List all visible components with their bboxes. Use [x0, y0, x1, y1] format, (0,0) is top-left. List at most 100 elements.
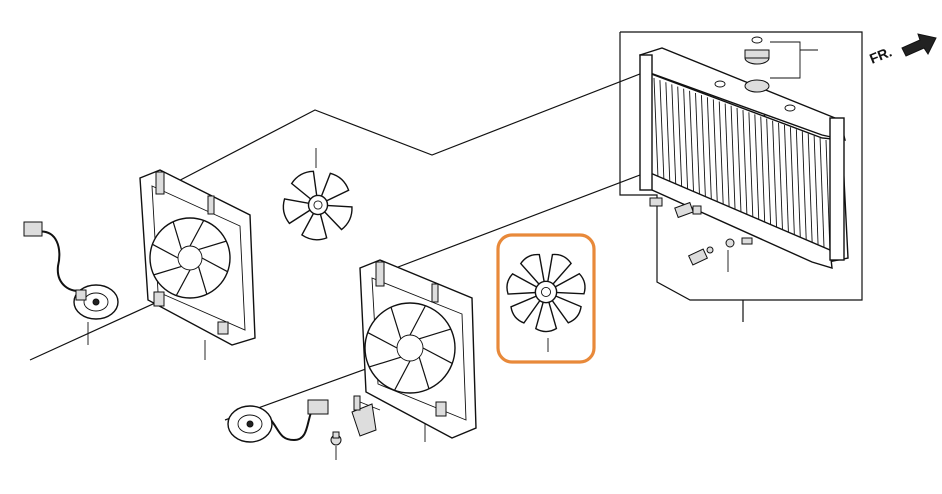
shroud-spoke [409, 305, 426, 336]
radiator-fin [789, 127, 795, 237]
fan-blade [301, 211, 328, 241]
radiator-fin [736, 107, 742, 214]
radiator-filler-neck [744, 79, 770, 93]
radiator-fin [689, 90, 695, 194]
fan-blade [553, 272, 586, 295]
radiator-group-bracket [619, 31, 863, 301]
shroud-spoke [390, 307, 402, 339]
radiator-fin [706, 97, 712, 201]
shroud-spoke [367, 332, 398, 349]
radiator-right-tank [829, 117, 845, 261]
shroud-right-tab [375, 261, 385, 287]
fan-blade [290, 170, 318, 201]
radiator-fin [801, 131, 807, 242]
shroud-spoke [172, 221, 183, 250]
radiator-fin [754, 114, 760, 222]
radiator-fin [718, 101, 724, 207]
radiator-left-tank [639, 54, 653, 191]
shroud-spoke [197, 266, 208, 295]
drain-washer [725, 238, 735, 248]
radiator-fin [695, 92, 700, 196]
shroud-spoke [175, 269, 191, 296]
shroud-spoke [418, 357, 430, 389]
leader-lines [29, 31, 863, 460]
highlight-box [496, 233, 596, 364]
radiator-inlet [714, 80, 726, 88]
radiator-fin [807, 133, 813, 245]
radiator [639, 36, 849, 269]
fan-hub [534, 280, 558, 304]
shroud-spoke [394, 360, 411, 391]
radiator-fin [677, 86, 683, 189]
cap-seal [751, 36, 763, 44]
fan-motor-right [227, 399, 329, 443]
drain-plug [674, 201, 702, 219]
shroud-right-ring [364, 302, 456, 394]
fan-hub-center [313, 200, 323, 210]
shroud-spoke [422, 347, 453, 364]
radiator-fin [712, 99, 718, 204]
fan-blade [506, 273, 539, 295]
shroud-spoke [419, 328, 451, 340]
radiator-fin [760, 116, 766, 224]
shroud-spoke [198, 240, 227, 251]
fan-blade [534, 300, 558, 333]
motor-right-harness [261, 405, 315, 442]
cap-bracket [770, 41, 801, 79]
radiator-fin [724, 103, 730, 209]
radiator-fin [683, 88, 689, 191]
radiator-fin [813, 135, 819, 247]
radiator-fin [795, 129, 801, 240]
radiator-fin [700, 95, 706, 199]
shroud-spoke [152, 243, 179, 259]
bolt [330, 431, 342, 446]
fan-blade [519, 253, 546, 286]
lower-mount [649, 197, 663, 207]
fan-hub [307, 194, 329, 216]
radiator-fin [819, 137, 825, 250]
cooling-fan-blade [506, 253, 586, 333]
fan-hub-center [540, 286, 552, 298]
leader-line-upper [164, 71, 646, 189]
front-indicator: FR. [867, 33, 937, 67]
fan-blade [546, 253, 572, 286]
cooling-fan-blade-left [282, 170, 353, 241]
fan-blade [320, 172, 350, 203]
fan-blade [282, 198, 312, 225]
front-arrow-icon [901, 33, 937, 57]
motor-left-harness [35, 230, 85, 292]
shroud-left-clip [207, 195, 215, 215]
motor-right-connector [307, 399, 329, 415]
shroud-right-spokes [367, 305, 453, 391]
shroud-spoke [153, 265, 182, 276]
shroud-spoke [201, 257, 228, 273]
radiator-fins [653, 77, 831, 253]
radiator-fin [772, 120, 778, 230]
radiator-fin [653, 77, 659, 179]
radiator-fin [671, 84, 677, 186]
fan-blade [323, 204, 353, 231]
mounting-bracket [351, 395, 377, 437]
radiator-fin [659, 80, 665, 181]
shroud-left-spokes [152, 220, 228, 296]
shroud-left-tab [155, 171, 165, 195]
radiator-fin [778, 122, 784, 232]
shroud-left-ring [149, 217, 231, 299]
shroud-right-clip [431, 283, 439, 303]
fan-shroud-left [139, 169, 256, 346]
motor-left-connector [23, 221, 43, 237]
radiator-cap [744, 36, 770, 65]
radiator-fin [766, 118, 772, 227]
radiator-fin [730, 105, 736, 212]
radiator-fitting [784, 104, 796, 112]
fan-motor-left [23, 221, 119, 320]
radiator-fin [784, 125, 789, 235]
fan-shroud-right [359, 259, 477, 439]
radiator-fin [742, 110, 748, 217]
radiator-fin [748, 112, 754, 219]
front-indicator-label: FR. [867, 43, 894, 66]
temp-sensor [687, 246, 714, 266]
mount-clip [741, 237, 753, 245]
